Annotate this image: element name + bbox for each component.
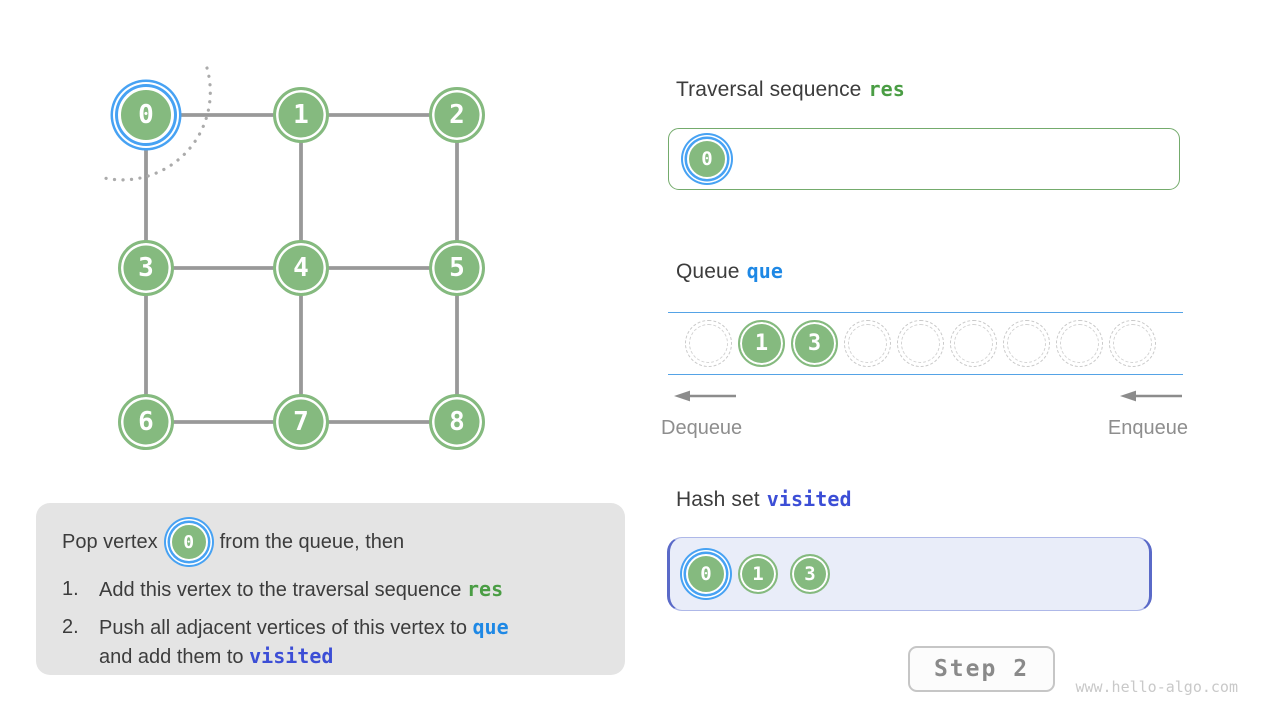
- empty-slot-outer-ring: [1003, 320, 1050, 367]
- explanation-step-2: 2. Push all adjacent vertices of this ver…: [62, 613, 599, 671]
- queue-heading: Queue que: [676, 259, 783, 284]
- graph-vertex-7: 7: [273, 394, 329, 450]
- vertex-chip-0: 0: [687, 139, 727, 179]
- queue-slot-2-vertex-3: 3: [791, 320, 838, 367]
- queue-slot-3-empty: [844, 320, 891, 367]
- empty-slot-inner-ring: [689, 324, 728, 363]
- visited-code-label: visited: [766, 487, 852, 511]
- queue-slot-1-vertex-1: 1: [738, 320, 785, 367]
- explanation-step-1: 1. Add this vertex to the traversal seque…: [62, 575, 599, 604]
- empty-slot-outer-ring: [1056, 320, 1103, 367]
- step-number: 2.: [62, 616, 79, 638]
- code-ref-visited: visited: [249, 644, 334, 668]
- vertex-chip-0: 0: [169, 523, 208, 561]
- vertex-chip-0: 0: [686, 554, 726, 594]
- traversal-sequence-heading: Traversal sequence res: [676, 77, 905, 102]
- empty-slot-outer-ring: [897, 320, 944, 367]
- intro-vertex-slot: 0: [169, 523, 208, 561]
- graph-vertex-4: 4: [273, 240, 329, 296]
- step-text: Push all adjacent vertices of this verte…: [99, 613, 509, 671]
- intro-text-before: Pop vertex: [62, 530, 158, 553]
- code-ref-que: que: [472, 615, 509, 639]
- queue-slot-0-empty: [685, 320, 732, 367]
- enqueue-arrow-icon: [1120, 390, 1182, 402]
- graph-vertex-6: 6: [118, 394, 174, 450]
- dequeue-label: Dequeue: [661, 417, 743, 439]
- step-text-fragment: and add them to: [99, 646, 250, 668]
- step-text-fragment: Add this vertex to the traversal sequenc…: [99, 579, 467, 601]
- explanation-steps: 1. Add this vertex to the traversal seque…: [62, 575, 599, 671]
- step-explanation-box: Pop vertex 0 from the queue, then 1. Add …: [36, 503, 625, 675]
- graph-vertex-1: 1: [273, 87, 329, 143]
- hash-set-heading: Hash set visited: [676, 487, 852, 512]
- empty-slot-inner-ring: [901, 324, 940, 363]
- enqueue-label: Enqueue: [1107, 417, 1188, 439]
- graph-vertex-3: 3: [118, 240, 174, 296]
- step-text-fragment: Push all adjacent vertices of this verte…: [99, 617, 473, 639]
- vertex-chip-3: 3: [790, 554, 830, 594]
- step-text: Add this vertex to the traversal sequenc…: [99, 575, 503, 604]
- step-button[interactable]: Step 2: [908, 646, 1055, 692]
- queue-slot-5-empty: [950, 320, 997, 367]
- queue-slot-4-empty: [897, 320, 944, 367]
- dequeue-arrow-icon: [674, 390, 736, 402]
- queue-slot-8-empty: [1109, 320, 1156, 367]
- queue-slot-7-empty: [1056, 320, 1103, 367]
- res-code-label: res: [868, 77, 905, 101]
- queue-label: Queue: [676, 260, 740, 283]
- code-ref-res: res: [466, 577, 504, 601]
- graph-vertex-2: 2: [429, 87, 485, 143]
- empty-slot-inner-ring: [1007, 324, 1046, 363]
- empty-slot-outer-ring: [1109, 320, 1156, 367]
- empty-slot-inner-ring: [1113, 324, 1152, 363]
- empty-slot-outer-ring: [685, 320, 732, 367]
- empty-slot-inner-ring: [954, 324, 993, 363]
- hash-set-label: Hash set: [676, 488, 760, 511]
- traversal-sequence-label: Traversal sequence: [676, 78, 862, 101]
- intro-text-after: from the queue, then: [219, 530, 405, 553]
- empty-slot-outer-ring: [844, 320, 891, 367]
- vertex-chip-1: 1: [738, 554, 778, 594]
- empty-slot-inner-ring: [1060, 324, 1099, 363]
- queue-slot-6-empty: [1003, 320, 1050, 367]
- empty-slot-inner-ring: [848, 324, 887, 363]
- explanation-intro: Pop vertex 0 from the queue, then: [62, 518, 599, 566]
- step-number: 1.: [62, 578, 79, 600]
- graph-vertex-0: 0: [118, 87, 174, 143]
- watermark: www.hello-algo.com: [1075, 678, 1238, 696]
- que-code-label: que: [746, 259, 783, 283]
- traversal-sequence-box: 0: [668, 128, 1180, 190]
- graph-vertex-5: 5: [429, 240, 485, 296]
- graph-vertex-8: 8: [429, 394, 485, 450]
- empty-slot-outer-ring: [950, 320, 997, 367]
